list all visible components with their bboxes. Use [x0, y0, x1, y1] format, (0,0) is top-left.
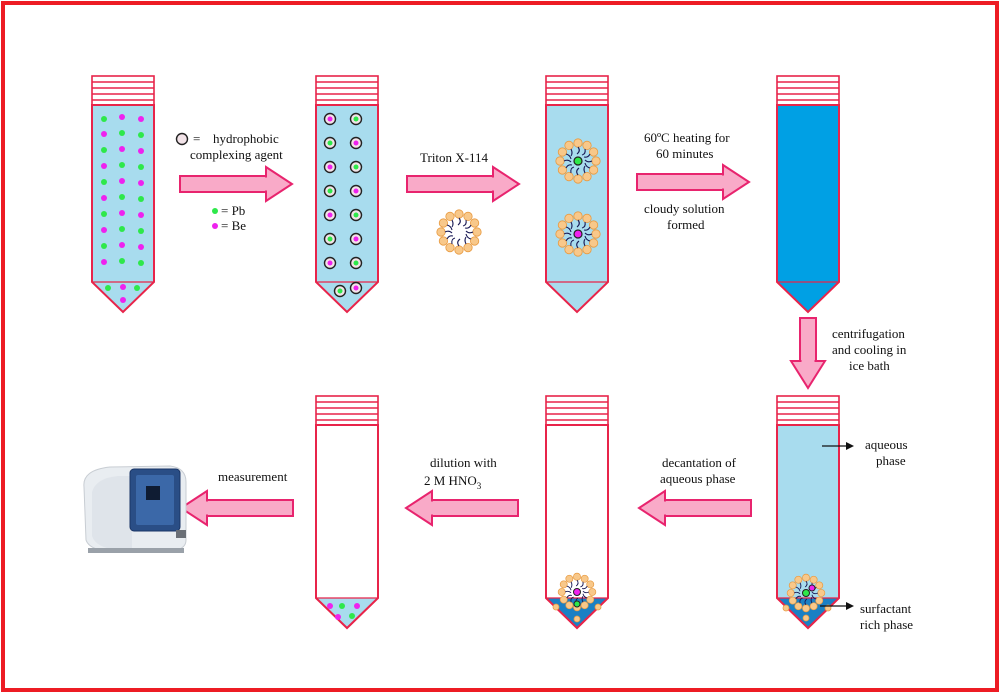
tube-separated [776, 395, 840, 630]
centrifuge-line3: ice bath [849, 358, 890, 373]
legend-complexing-line2: complexing agent [190, 147, 283, 162]
tube-cloudy [776, 75, 840, 314]
tube-sample [91, 75, 155, 314]
decant-line2: aqueous phase [660, 471, 736, 486]
legend-be-label: = Be [221, 218, 246, 233]
legend: = hydrophobic complexing agent = Pb = Be [175, 131, 283, 233]
tube-decanted [545, 395, 609, 630]
dilution-line1: dilution with [430, 455, 497, 470]
centrifuge-line1: centrifugation [832, 326, 905, 341]
cloudy-line1: cloudy solution [644, 201, 725, 216]
be-legend-dot [212, 223, 218, 229]
heating-line1: 60ºC heating for [644, 130, 730, 145]
arrow-step-1 [179, 166, 293, 202]
decant-line1: decantation of [662, 455, 737, 470]
complexed-ions [323, 112, 363, 298]
surfactant-phase-line1: surfactant [860, 601, 912, 616]
legend-equals: = [193, 131, 200, 146]
arrow-step-2 [406, 166, 520, 202]
cloudy-line2: formed [667, 217, 705, 232]
legend-complexing-line1: hydrophobic [213, 131, 279, 146]
legend-pb-label: = Pb [221, 203, 245, 218]
triton-label: Triton X-114 [420, 150, 489, 165]
arrow-step-5 [638, 490, 752, 526]
surfactant-phase-line2: rich phase [860, 617, 913, 632]
arrow-step-7 [180, 490, 294, 526]
arrow-step-6 [405, 490, 519, 526]
heating-line2: 60 minutes [656, 146, 713, 161]
spectrometer-icon [83, 465, 187, 553]
aqueous-phase-line2: phase [876, 453, 906, 468]
arrow-step-3 [636, 164, 750, 200]
tube-micelles [545, 75, 609, 314]
surfactant-micelle-icon [436, 209, 482, 255]
pb-legend-dot [212, 208, 218, 214]
arrow-step-4 [789, 317, 827, 390]
aqueous-phase-line1: aqueous [865, 437, 908, 452]
metal-ions [101, 114, 144, 303]
tube-complexed [315, 75, 379, 314]
dilution-line2: 2 M HNO3 [424, 473, 482, 491]
complexing-agent-legend-icon [175, 132, 189, 146]
centrifuge-line2: and cooling in [832, 342, 907, 357]
measurement-label: measurement [218, 469, 288, 484]
tube-diluted [315, 395, 379, 630]
